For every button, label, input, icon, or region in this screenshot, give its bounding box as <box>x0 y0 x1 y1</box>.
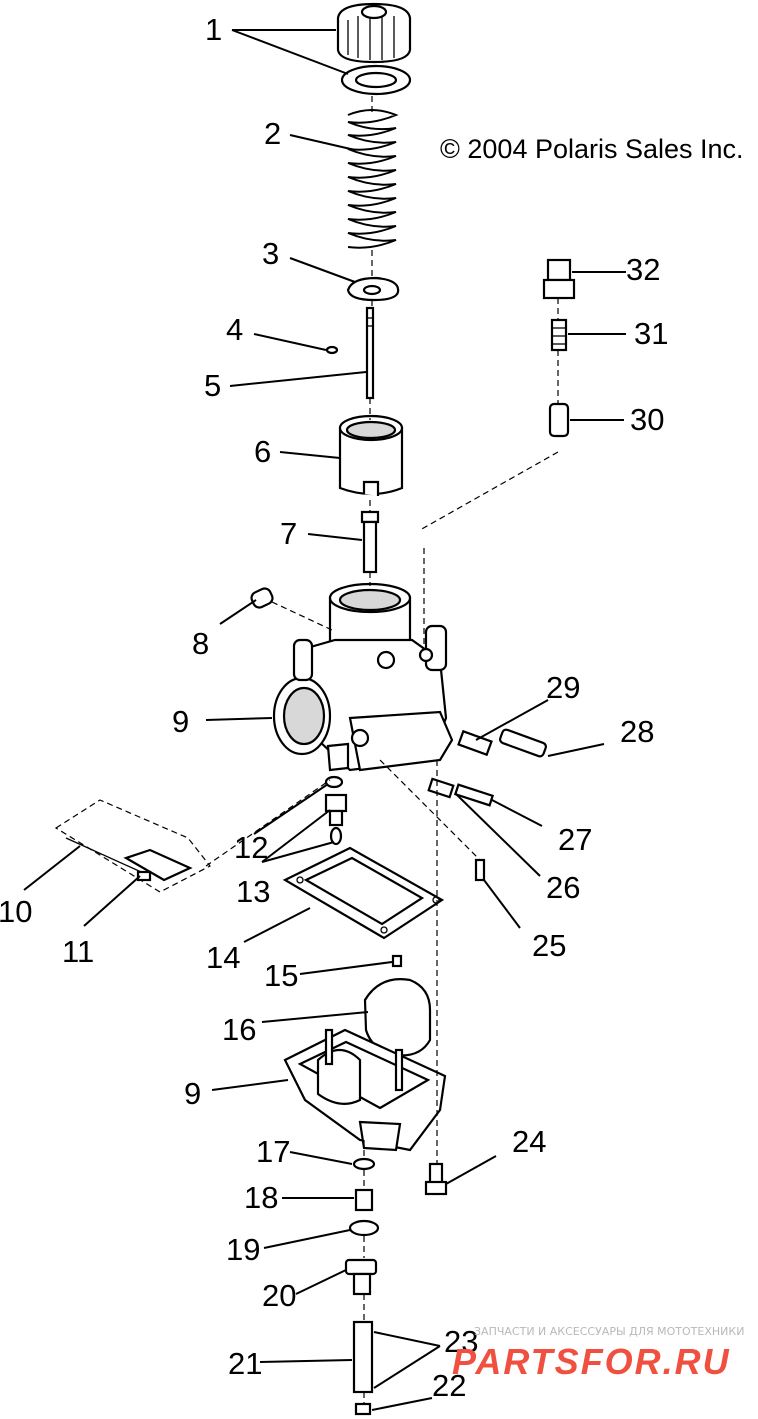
callout-14: 14 <box>206 940 240 975</box>
part-11-screw <box>136 870 152 882</box>
callout-12: 12 <box>234 830 268 865</box>
callout-labels: 1 2 3 4 5 6 7 8 9 10 11 12 13 14 15 16 9… <box>0 12 668 1403</box>
copyright-notice: © 2004 Polaris Sales Inc. <box>440 134 744 164</box>
callout-21: 21 <box>228 1346 262 1381</box>
part-4-e-clip <box>325 345 339 355</box>
callout-24: 24 <box>512 1124 546 1159</box>
part-10-bracket <box>54 799 211 893</box>
part-24-screw <box>424 1162 448 1196</box>
part-27-pilot-screw <box>453 783 495 807</box>
part-3-needle-clip-plate <box>346 276 400 302</box>
part-5-jet-needle <box>365 306 375 400</box>
callout-9-float-bowl: 9 <box>184 1076 201 1111</box>
callout-8: 8 <box>192 626 209 661</box>
callout-26: 26 <box>546 870 580 905</box>
part-30-plunger <box>548 402 570 438</box>
watermark-tagline: ЗАПЧАСТИ И АКСЕССУАРЫ ДЛЯ МОТОТЕХНИКИ <box>474 1325 744 1338</box>
callout-11: 11 <box>62 934 94 969</box>
callout-22: 22 <box>432 1368 466 1403</box>
part-20-drain-plug <box>344 1258 378 1296</box>
part-22-cap <box>354 1402 372 1416</box>
callout-2: 2 <box>264 116 281 151</box>
callout-4: 4 <box>226 312 243 347</box>
callout-20: 20 <box>262 1278 296 1313</box>
float-bowl <box>283 1028 447 1152</box>
part-14-float-bowl-gasket <box>282 846 445 940</box>
callout-27: 27 <box>558 822 592 857</box>
part-18-main-jet <box>354 1188 374 1212</box>
callout-13: 13 <box>236 874 270 909</box>
callout-10: 10 <box>0 894 32 929</box>
callout-9-carb-body: 9 <box>172 704 189 739</box>
part-13-pilot-jet <box>324 793 348 846</box>
callout-29: 29 <box>546 670 580 705</box>
callout-7: 7 <box>280 516 297 551</box>
callout-31: 31 <box>634 316 668 351</box>
part-12-washer <box>324 775 344 789</box>
callout-23: 23 <box>444 1324 478 1359</box>
part-32-starter-nut <box>542 258 576 300</box>
callout-30: 30 <box>630 402 664 437</box>
part-2-spring <box>347 109 399 249</box>
part-6-throttle-slide <box>338 414 404 496</box>
part-29-spring <box>457 729 493 757</box>
callout-5: 5 <box>204 368 221 403</box>
watermark: ЗАПЧАСТИ И АКСЕССУАРЫ ДЛЯ МОТОТЕХНИКИ PA… <box>452 1325 744 1382</box>
part-28-idle-screw <box>499 728 547 758</box>
callout-6: 6 <box>254 434 271 469</box>
part-31-spring <box>550 318 568 352</box>
callout-1: 1 <box>205 12 222 47</box>
part-7-needle-jet <box>360 510 380 574</box>
assembly-lines <box>205 96 559 1404</box>
part-17-washer <box>352 1157 376 1171</box>
part-25-jet <box>474 858 486 882</box>
callout-18: 18 <box>244 1180 278 1215</box>
callout-25: 25 <box>532 928 566 963</box>
callout-32: 32 <box>626 252 660 287</box>
part-15-pin <box>391 954 403 968</box>
carburetor-body <box>272 582 454 772</box>
part-1-cap <box>336 2 412 96</box>
part-19-o-ring <box>348 1219 380 1237</box>
callout-28: 28 <box>620 714 654 749</box>
callout-16: 16 <box>222 1012 256 1047</box>
part-21-tube <box>352 1320 374 1394</box>
callout-3: 3 <box>262 236 279 271</box>
leader-lines <box>23 29 626 1411</box>
part-26-spring <box>427 777 455 799</box>
watermark-brand: PARTSFOR.RU <box>452 1341 731 1382</box>
callout-15: 15 <box>264 958 298 993</box>
callout-19: 19 <box>226 1232 260 1267</box>
callout-17: 17 <box>256 1134 290 1169</box>
part-8-plug <box>250 587 274 609</box>
